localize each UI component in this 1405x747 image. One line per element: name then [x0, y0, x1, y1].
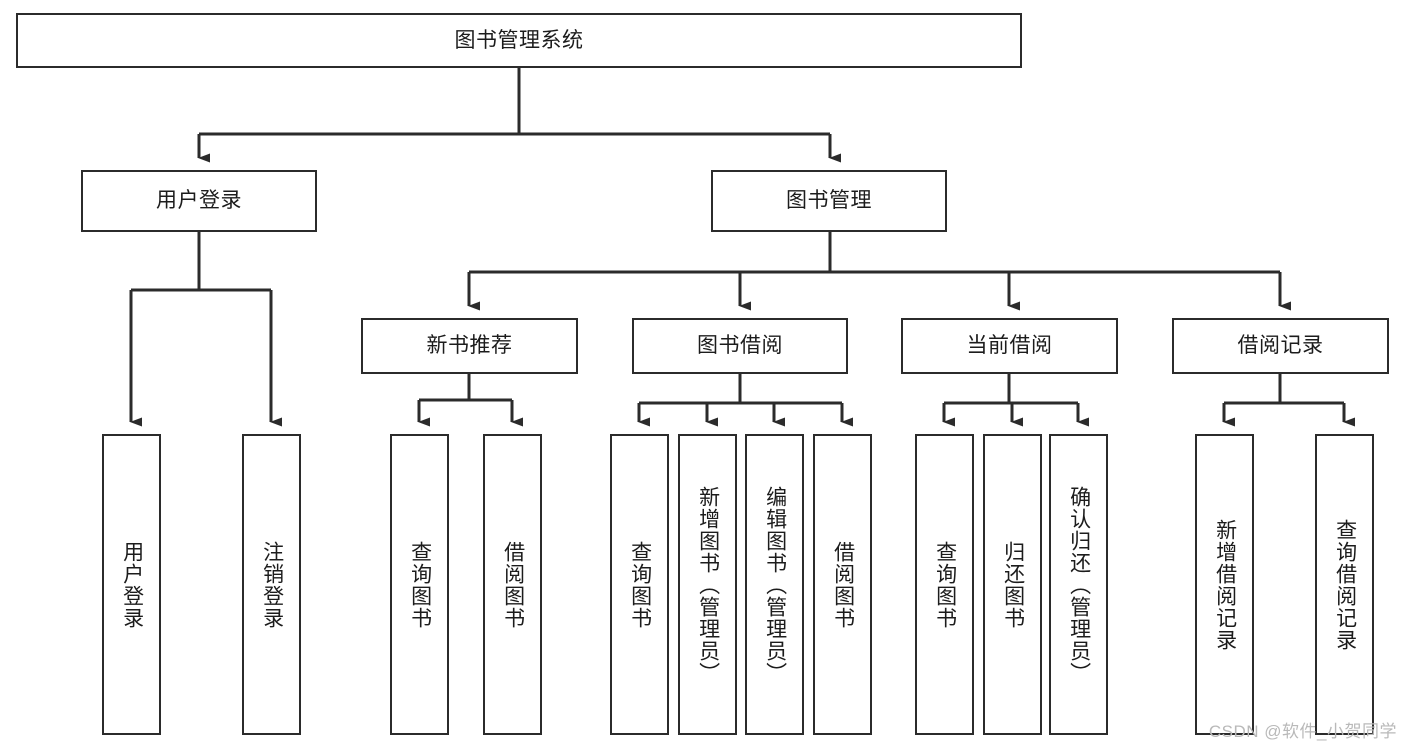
- connector-group-borrow-record: [1222, 374, 1355, 427]
- node-leaf-query-record[interactable]: 查询借阅记录: [1315, 434, 1374, 735]
- node-leaf-add-book-label: 新增图书（管理员）: [696, 485, 720, 684]
- node-leaf-user-login-label: 用户登录: [120, 540, 144, 629]
- node-leaf-borrow-book-1-label: 借阅图书: [501, 540, 525, 629]
- connector-group-user-login: [129, 232, 282, 427]
- node-leaf-user-logout-label: 注销登录: [260, 540, 284, 629]
- node-book-borrow[interactable]: 图书借阅: [632, 318, 848, 374]
- node-leaf-edit-book-label: 编辑图书（管理员）: [763, 485, 787, 684]
- connector-group-new-book-recommend: [417, 374, 523, 427]
- node-borrow-record-label: 借阅记录: [1237, 334, 1324, 358]
- node-leaf-query-book-2-label: 查询图书: [628, 540, 652, 629]
- node-leaf-query-book-3[interactable]: 查询图书: [915, 434, 974, 735]
- node-leaf-user-logout[interactable]: 注销登录: [242, 434, 301, 735]
- node-new-book-recommend[interactable]: 新书推荐: [361, 318, 578, 374]
- connector-group-book-manage: [467, 232, 1291, 311]
- node-leaf-user-login[interactable]: 用户登录: [102, 434, 161, 735]
- node-leaf-edit-book[interactable]: 编辑图书（管理员）: [745, 434, 804, 735]
- node-leaf-query-book-2[interactable]: 查询图书: [610, 434, 669, 735]
- node-borrow-record[interactable]: 借阅记录: [1172, 318, 1389, 374]
- node-leaf-add-book[interactable]: 新增图书（管理员）: [678, 434, 737, 735]
- connector-group-current-borrow: [942, 374, 1089, 427]
- node-leaf-query-book-1[interactable]: 查询图书: [390, 434, 449, 735]
- node-book-manage-label: 图书管理: [786, 189, 872, 213]
- node-leaf-add-record[interactable]: 新增借阅记录: [1195, 434, 1254, 735]
- connector-group-root: [197, 68, 841, 163]
- node-leaf-query-book-3-label: 查询图书: [933, 540, 957, 629]
- node-current-borrow[interactable]: 当前借阅: [901, 318, 1118, 374]
- node-book-borrow-label: 图书借阅: [697, 334, 783, 358]
- node-leaf-return-book-label: 归还图书: [1001, 540, 1025, 629]
- node-current-borrow-label: 当前借阅: [966, 334, 1053, 358]
- node-leaf-confirm-return-label: 确认归还（管理员）: [1067, 485, 1091, 684]
- node-new-book-recommend-label: 新书推荐: [426, 334, 513, 358]
- node-user-login[interactable]: 用户登录: [81, 170, 317, 232]
- node-leaf-confirm-return[interactable]: 确认归还（管理员）: [1049, 434, 1108, 735]
- node-root[interactable]: 图书管理系统: [16, 13, 1022, 68]
- node-leaf-borrow-book-2[interactable]: 借阅图书: [813, 434, 872, 735]
- node-leaf-return-book[interactable]: 归还图书: [983, 434, 1042, 735]
- node-leaf-query-book-1-label: 查询图书: [408, 540, 432, 629]
- node-user-login-label: 用户登录: [156, 189, 242, 213]
- node-leaf-query-record-label: 查询借阅记录: [1333, 518, 1357, 651]
- node-root-label: 图书管理系统: [454, 28, 584, 52]
- node-leaf-borrow-book-1[interactable]: 借阅图书: [483, 434, 542, 735]
- node-leaf-borrow-book-2-label: 借阅图书: [831, 540, 855, 629]
- node-leaf-add-record-label: 新增借阅记录: [1213, 518, 1237, 651]
- connector-group-book-borrow: [637, 374, 853, 427]
- node-book-manage[interactable]: 图书管理: [711, 170, 947, 232]
